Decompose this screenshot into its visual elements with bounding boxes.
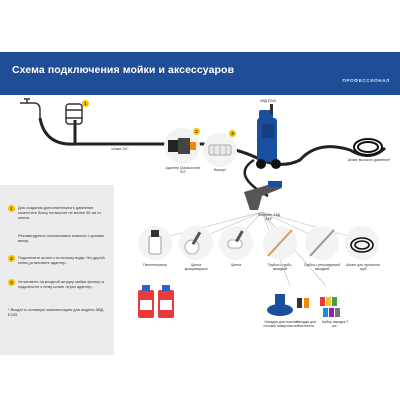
step-3-badge: 3 bbox=[8, 279, 15, 286]
pressure-washer-icon bbox=[256, 104, 281, 169]
hp-hose-coil-icon bbox=[353, 138, 383, 156]
faucet-icon bbox=[20, 98, 41, 118]
hp-hose-label: Шланг высокого давления* bbox=[347, 158, 391, 162]
step-1-note: Рекомендуется использовать емкость с кра… bbox=[8, 233, 108, 251]
step-2-text: Подключите шланг к источнику воды. На др… bbox=[18, 255, 105, 266]
footnote: * Входят в основную комплектацию для мод… bbox=[8, 307, 104, 318]
adjustable-lance-icon bbox=[309, 229, 335, 257]
nozzle-set-icon bbox=[320, 297, 340, 317]
nozzle-set-label: Набор насадок 7 шт.* bbox=[321, 320, 349, 328]
lance-nozzle-label: Трубка с турбо-насадкой bbox=[267, 263, 293, 271]
nozzles-label: Насадки для пистолета bbox=[295, 320, 316, 328]
detergent-bottles-icon bbox=[138, 285, 174, 318]
spray-gun-icon bbox=[244, 181, 282, 210]
step-2-badge: 2 bbox=[8, 255, 15, 262]
rotary-brush-icon bbox=[184, 231, 202, 255]
drain-hose-circle bbox=[345, 226, 379, 260]
surface-cleaner-label: Насадка для очистки плоских поверхностей bbox=[263, 320, 299, 328]
brand-label: ПРОФЕССИОНАЛ bbox=[342, 78, 390, 83]
barrel-icon bbox=[65, 103, 83, 125]
step-1-note-text: Рекомендуется использовать емкость с кра… bbox=[18, 233, 104, 244]
foam-generator-icon bbox=[148, 230, 162, 255]
turbo-lance-icon bbox=[267, 229, 293, 257]
lance-adjust-label: Трубка с регулируемой насадкой bbox=[303, 263, 341, 271]
model-label: АВД Е243 bbox=[260, 99, 276, 103]
filter-icon bbox=[208, 144, 232, 156]
drain-hose-label: Шланг для прочистки труб bbox=[346, 263, 380, 271]
gun-nozzles-icon bbox=[297, 298, 309, 308]
foam-label: Пеногенератор bbox=[143, 263, 167, 267]
brush-icon bbox=[227, 230, 244, 249]
sponge-label: Щетка bbox=[231, 263, 241, 267]
hose-label: Шланг 3/4" bbox=[111, 147, 129, 151]
adapter-icon bbox=[168, 138, 196, 154]
brush-label: Щетка вращающаяся bbox=[184, 263, 208, 271]
step-1-badge: 1 bbox=[8, 205, 15, 212]
gun-label: Пистолет АВД 243* bbox=[257, 213, 281, 221]
surface-cleaner-icon bbox=[267, 294, 293, 316]
badge-2: 2 bbox=[193, 128, 200, 135]
filter-label: Фильтр* bbox=[213, 168, 227, 172]
badge-3: 3 bbox=[229, 130, 236, 137]
badge-1: 1 bbox=[82, 100, 89, 107]
page-title: Схема подключения мойки и аксессуаров bbox=[12, 64, 235, 76]
header-banner: Схема подключения мойки и аксессуаров ПР… bbox=[0, 52, 400, 95]
step-1-text: Для создания дополнительного давления по… bbox=[18, 205, 102, 221]
drain-hose-icon bbox=[350, 237, 374, 253]
step-3-text: Установите на входной штуцер мойки фильт… bbox=[18, 279, 104, 290]
adapter-label: Адаптер Quickconnect 3/4" bbox=[165, 166, 201, 174]
